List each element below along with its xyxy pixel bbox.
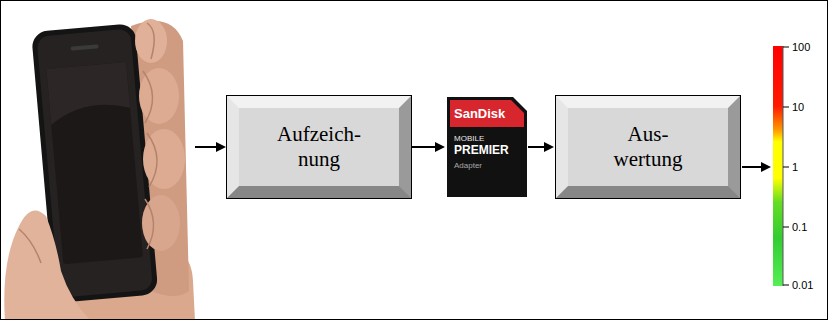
input-arrow — [195, 142, 226, 152]
card-label: PREMIER — [454, 144, 509, 157]
flow-arrow — [528, 142, 554, 152]
scale-value: 10 — [792, 100, 804, 114]
arrow-head — [544, 142, 554, 152]
arrow-line — [412, 146, 437, 148]
color-scale — [773, 46, 789, 286]
card-label: Adapter — [454, 162, 482, 171]
process-box: Aus- wertung — [556, 96, 740, 198]
output-arrow — [742, 162, 771, 172]
scale-value: 1 — [792, 160, 798, 174]
scale-value: 0.01 — [792, 278, 813, 292]
card-label: SanDisk — [454, 107, 505, 121]
box-label: Aufzeich- nung — [277, 122, 361, 172]
hand-with-phone — [4, 19, 195, 320]
box-label: Aus- wertung — [614, 122, 683, 172]
flow-arrow — [412, 142, 445, 152]
process-box: Aufzeich- nung — [227, 96, 411, 198]
card-label: MOBILE — [454, 135, 484, 144]
memory-card: SanDiskMOBILEPREMIER Adapter — [447, 97, 527, 197]
arrow-line — [528, 146, 546, 148]
scale-value: 0.1 — [792, 220, 807, 234]
scale-value: 100 — [792, 40, 810, 54]
arrow-head — [435, 142, 445, 152]
